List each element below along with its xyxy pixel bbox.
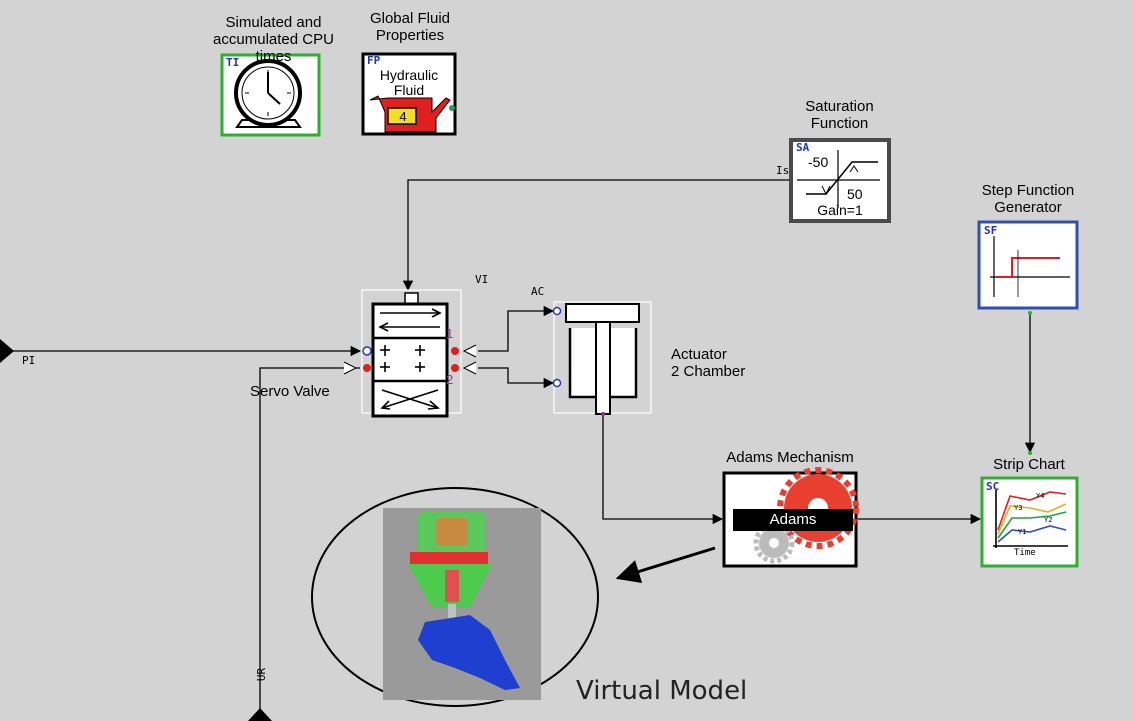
- ac-code: AC: [531, 285, 545, 298]
- ti-code: TI: [226, 56, 240, 69]
- signal-ur-label: UR: [255, 667, 269, 682]
- ur-port-icon[interactable]: [248, 708, 272, 721]
- sa-code: SA: [796, 141, 810, 154]
- actuator-label: Actuator 2 Chamber: [671, 346, 746, 380]
- signal-line-ur: [259, 367, 360, 712]
- sa-upper: 50: [847, 186, 863, 202]
- fp-title: Global Fluid Properties: [369, 10, 451, 44]
- virtual-model-arrow: [615, 546, 716, 584]
- valve-symbol-icon: [378, 308, 442, 410]
- fp-block[interactable]: [361, 52, 457, 136]
- sc-code: SC: [986, 480, 1000, 493]
- virtual-model: [311, 487, 599, 707]
- strip-chart-series-label: Y4: [1036, 492, 1044, 500]
- sc-xlabel: Time: [1014, 548, 1036, 558]
- pi-port-icon[interactable]: [0, 339, 14, 363]
- sa-gain: Gain=1: [817, 202, 863, 218]
- strip-chart-icon: [993, 490, 1068, 548]
- strip-chart-block[interactable]: [980, 476, 1079, 568]
- oil-can-icon: [369, 95, 455, 133]
- fp-code: FP: [367, 54, 381, 67]
- servo-valve-block[interactable]: [343, 289, 477, 418]
- signal-is-label: Is: [776, 164, 790, 177]
- actuator-block[interactable]: [552, 301, 652, 416]
- servo-valve-label: Servo Valve: [250, 383, 330, 400]
- sf-block[interactable]: [977, 220, 1079, 310]
- clock-icon: [234, 59, 302, 128]
- fp-icon-text: Hydraulic Fluid: [379, 67, 439, 98]
- valve-port-2: 2: [446, 372, 454, 387]
- hydraulic-line-1: [478, 305, 555, 352]
- ti-block[interactable]: [220, 53, 321, 137]
- adams-text: Adams: [769, 511, 817, 528]
- step-function-icon: [990, 236, 1070, 297]
- adams-title: Adams Mechanism: [726, 449, 854, 466]
- signal-pi-label: PI: [22, 354, 36, 367]
- leg-model-image: [408, 512, 520, 690]
- adams-block[interactable]: [722, 467, 859, 568]
- virtual-model-caption: Virtual Model: [576, 676, 748, 706]
- strip-chart-series-label: Y1: [1018, 528, 1026, 536]
- sf-code: SF: [984, 224, 998, 237]
- strip-chart-title: Strip Chart: [993, 456, 1065, 473]
- vi-code: VI: [475, 273, 489, 286]
- mechanical-line: [602, 413, 724, 525]
- strip-chart-series-label: Y2: [1044, 516, 1052, 524]
- sa-block[interactable]: [789, 138, 891, 223]
- sa-lower: -50: [808, 154, 829, 170]
- saturation-curve-icon: [797, 150, 880, 208]
- valve-port-1: 1: [446, 326, 454, 341]
- hydraulic-line-2: [478, 367, 555, 389]
- signal-line-is: [402, 179, 790, 292]
- ti-title: Simulated and accumulated CPU times: [213, 14, 334, 65]
- sa-title: Saturation Function: [805, 98, 874, 132]
- sf-title: Step Function Generator: [981, 182, 1075, 216]
- strip-chart-series-label: Y3: [1014, 504, 1022, 512]
- fp-icon-value: 4: [399, 109, 407, 124]
